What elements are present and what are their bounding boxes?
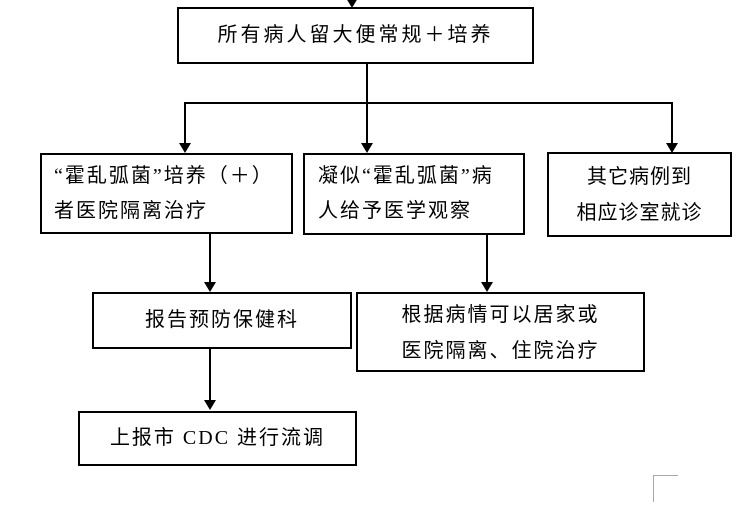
node-home-or-hospital-treatment-line2: 医院隔离、住院治疗 (401, 340, 600, 362)
left-to-report-arrowhead-icon (204, 282, 216, 292)
corner-bracket-vertical (653, 475, 654, 502)
node-home-or-hospital-treatment-line1: 根据病情可以居家或 (401, 304, 600, 326)
node-suspected-medical-observation-line1: 凝似“霍乱弧菌”病 (318, 165, 494, 187)
node-cdc-epidemiological-investigation-label: 上报市 CDC 进行流调 (109, 427, 326, 449)
report-to-cdc-arrowhead-icon (204, 400, 216, 410)
node-other-cases-clinic-line2: 相应诊室就诊 (576, 202, 703, 224)
corner-bracket-horizontal (653, 475, 678, 476)
incoming-arrowhead-icon (346, 0, 358, 8)
node-cholera-positive-isolation-line2: 者医院隔离治疗 (54, 200, 208, 222)
trunk-connector-line (366, 64, 368, 102)
branch-right-connector-line (671, 102, 673, 144)
branch-middle-arrowhead-icon (361, 143, 373, 153)
branch-left-arrowhead-icon (179, 143, 191, 153)
branch-left-connector-line (184, 102, 186, 144)
node-stool-routine-culture-label: 所有病人留大便常规＋培养 (217, 24, 494, 46)
node-report-prevention-dept: 报告预防保健科 (92, 292, 352, 349)
node-cholera-positive-isolation-line1: “霍乱弧菌”培养（＋） (54, 165, 274, 187)
node-cdc-epidemiological-investigation: 上报市 CDC 进行流调 (78, 411, 357, 466)
middle-to-treatment-connector-line (486, 235, 488, 282)
left-to-report-connector-line (209, 234, 211, 283)
node-other-cases-clinic-line1: 其它病例到 (587, 166, 692, 188)
node-cholera-positive-isolation: “霍乱弧菌”培养（＋） 者医院隔离治疗 (40, 153, 293, 234)
node-home-or-hospital-treatment: 根据病情可以居家或 医院隔离、住院治疗 (356, 292, 645, 372)
node-suspected-medical-observation: 凝似“霍乱弧菌”病 人给予医学观察 (303, 153, 525, 235)
branch-connector-line (184, 102, 673, 104)
middle-to-treatment-arrowhead-icon (481, 282, 493, 292)
report-to-cdc-connector-line (209, 349, 211, 401)
node-suspected-medical-observation-line2: 人给予医学观察 (318, 200, 472, 222)
node-report-prevention-dept-label: 报告预防保健科 (145, 309, 299, 331)
node-stool-routine-culture: 所有病人留大便常规＋培养 (177, 7, 534, 64)
branch-middle-connector-line (366, 102, 368, 144)
branch-right-arrowhead-icon (666, 143, 678, 153)
node-other-cases-clinic: 其它病例到 相应诊室就诊 (547, 152, 732, 237)
